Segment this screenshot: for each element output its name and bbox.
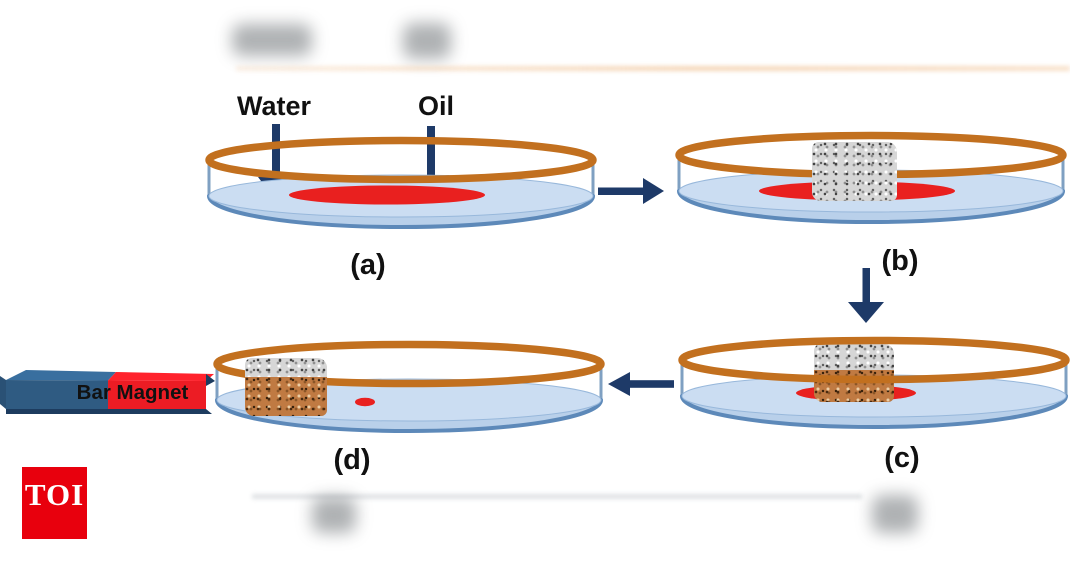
blur-artifact <box>236 66 1070 71</box>
oil-droplet <box>355 397 375 407</box>
arrow-c-to-d-icon <box>608 372 674 396</box>
step-label-a: (a) <box>350 249 386 281</box>
blur-artifact <box>872 495 918 533</box>
dish-b <box>671 127 1070 237</box>
dish-c-rim <box>678 336 1070 384</box>
step-label-b: (b) <box>881 245 919 277</box>
oil-patch <box>289 185 485 205</box>
arrow-a-to-b-icon <box>598 178 664 204</box>
dish-a <box>201 132 601 242</box>
dish-d-rim <box>213 340 605 388</box>
dish-c <box>674 332 1070 442</box>
arrow-b-to-c-icon <box>848 268 884 323</box>
sponge-soaked <box>245 358 327 416</box>
oil-label: Oil <box>417 91 454 121</box>
blur-artifact <box>403 23 451 59</box>
blur-artifact <box>252 494 862 499</box>
sponge-dry <box>812 142 897 201</box>
dish-a-rim <box>205 136 597 184</box>
sponge-absorbing <box>814 344 894 402</box>
blur-artifact <box>312 497 356 533</box>
bar-magnet <box>0 370 215 414</box>
blur-artifact <box>232 24 312 56</box>
step-label-c: (c) <box>884 442 920 474</box>
dish-d <box>209 336 609 446</box>
water-label: Water <box>236 91 311 121</box>
toi-logo: TOI <box>22 467 87 539</box>
step-label-d: (d) <box>333 444 371 476</box>
bar-magnet-label: Bar Magnet <box>76 381 189 404</box>
dish-a-body <box>207 162 595 229</box>
